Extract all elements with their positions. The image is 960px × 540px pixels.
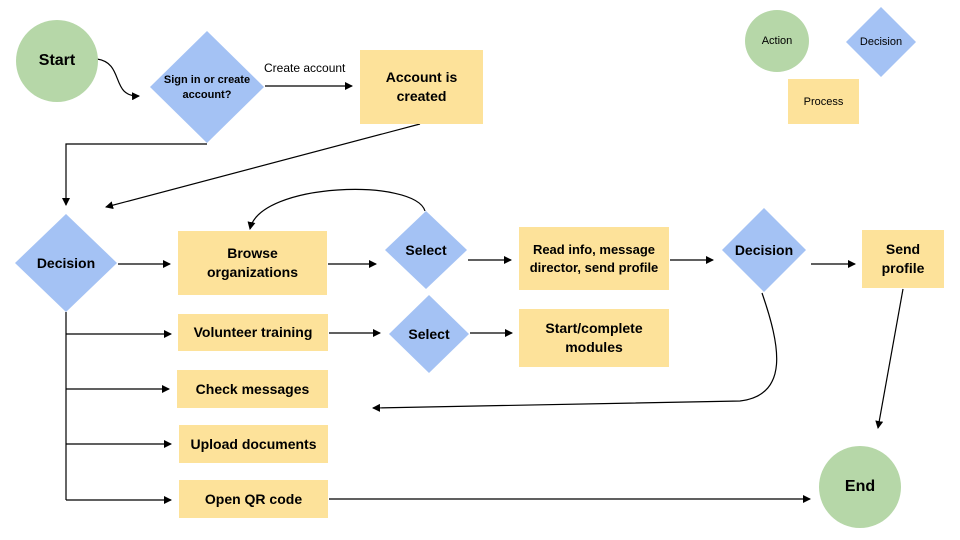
- signin-label-box: Sign in or create account?: [157, 72, 257, 104]
- account-created-box: Account is created: [360, 50, 483, 124]
- create-account-edge-label: Create account: [264, 61, 346, 75]
- read-info-label: Read info, message director, send profil…: [529, 241, 659, 275]
- signin-label: Sign in or create account?: [163, 74, 251, 101]
- legend-decision-label: Decision: [859, 36, 903, 48]
- decision-profile-label: Decision: [734, 242, 794, 258]
- select-browse-label-box: Select: [391, 241, 461, 259]
- legend-decision-label-box: Decision: [846, 34, 916, 50]
- legend-action-circle: Action: [745, 10, 809, 72]
- edge-send-to-end: [875, 288, 904, 429]
- select-training-label: Select: [408, 326, 450, 342]
- send-profile-box: Send profile: [862, 230, 944, 288]
- browse-organizations-label: Browse organizations: [206, 245, 298, 280]
- legend-process-box: Process: [788, 79, 859, 124]
- edge-start-to-signin: [96, 58, 140, 101]
- legend-action-label: Action: [761, 35, 793, 47]
- edge-select-loop-back: [247, 188, 426, 230]
- decision-main-diamond: [15, 214, 117, 312]
- select-browse-label: Select: [405, 242, 447, 258]
- select-training-label-box: Select: [394, 325, 464, 343]
- volunteer-training-label: Volunteer training: [193, 324, 313, 340]
- legend-process-label: Process: [803, 95, 844, 108]
- open-qr-label: Open QR code: [204, 490, 303, 507]
- modules-box: Start/complete modules: [519, 309, 669, 367]
- edge-decision-to-messages: [372, 292, 778, 412]
- decision-profile-label-box: Decision: [722, 241, 806, 259]
- send-profile-label: Send profile: [881, 241, 925, 276]
- legend-decision-diamond: [846, 7, 916, 77]
- open-qr-box: Open QR code: [179, 480, 328, 518]
- check-messages-box: Check messages: [177, 370, 328, 408]
- start-label: Start: [38, 52, 76, 69]
- browse-organizations-box: Browse organizations: [178, 231, 327, 295]
- account-created-label: Account is created: [385, 69, 458, 104]
- select-training-diamond: [389, 295, 469, 373]
- decision-main-label: Decision: [36, 255, 96, 271]
- read-info-box: Read info, message director, send profil…: [519, 227, 669, 290]
- end-label: End: [844, 478, 876, 495]
- upload-documents-box: Upload documents: [179, 425, 328, 463]
- check-messages-label: Check messages: [195, 380, 310, 397]
- decision-main-label-box: Decision: [21, 254, 111, 272]
- edge-signin-to-decision: [62, 143, 207, 206]
- modules-label: Start/complete modules: [545, 320, 643, 355]
- edge-account-to-decision: [105, 123, 421, 210]
- signin-diamond: [150, 31, 264, 143]
- select-browse-diamond: [385, 211, 467, 289]
- volunteer-training-box: Volunteer training: [178, 314, 328, 351]
- decision-profile-diamond: [722, 208, 806, 292]
- upload-documents-label: Upload documents: [190, 435, 317, 452]
- start-node: Start: [16, 20, 98, 102]
- end-node: End: [819, 446, 901, 528]
